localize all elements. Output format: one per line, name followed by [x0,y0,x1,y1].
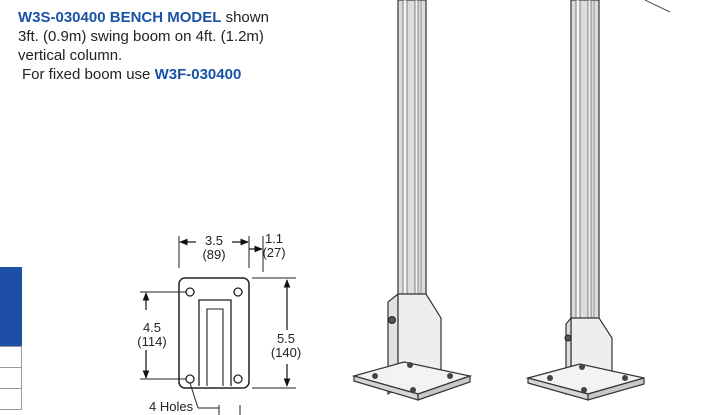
mount-hole [185,287,195,297]
model-description: W3S-030400 BENCH MODEL shown 3ft. (0.9m)… [18,8,378,84]
model-label: BENCH MODEL [109,9,222,26]
fixed-boom-text: For fixed boom use [22,66,151,83]
table-row [0,346,22,368]
fixed-boom-code: W3F-030400 [154,66,242,83]
mount-hole [233,374,243,384]
model-code: W3S-030400 [18,9,106,26]
fixed-boom-line: For fixed boom use W3F-030400 [18,65,378,84]
length-mm-label: (140) [271,345,301,360]
column-spec-line: vertical column. [18,47,123,64]
table-rows-fragment [0,346,22,415]
table-header-fragment [0,267,22,346]
column-slot-inner [206,308,224,386]
hole-spacing-in-label: 4.5 [143,320,161,335]
shown-word: shown [225,9,269,26]
column-illustration-front [351,0,473,401]
offset-mm-label: (27) [262,245,285,260]
model-title-line: W3S-030400 BENCH MODEL shown [18,8,378,27]
holes-label: 4 Holes [149,399,194,414]
width-in-label: 3.5 [205,233,223,248]
boom-spec-line: 3ft. (0.9m) swing boom on 4ft. (1.2m) [18,28,264,45]
column-illustration-side [525,0,645,401]
offset-in-label: 1.1 [265,231,283,246]
mount-hole [185,374,195,384]
boom-edge-line [644,0,671,13]
hole-spacing-mm-label: (114) [137,334,166,349]
column-slot-outer [198,299,232,386]
length-in-label: 5.5 [277,331,295,346]
table-row [0,368,22,389]
width-mm-label: (89) [202,247,225,262]
base-plate-drawing: 3.5 (89) 1.1 (27) 4.5 (114) 5.5 (140) 4 … [137,231,301,415]
table-row [0,389,22,410]
mount-hole [233,287,243,297]
